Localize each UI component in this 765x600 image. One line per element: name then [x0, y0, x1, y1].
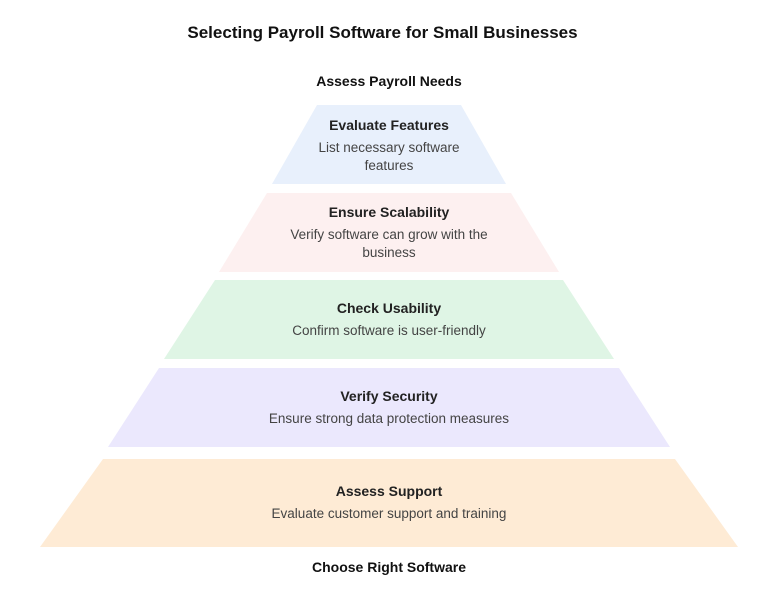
bottom-label: Choose Right Software — [311, 559, 466, 575]
layer-1: Evaluate Features List necessary softwar… — [189, 117, 589, 175]
layer-desc: List necessary software features — [318, 140, 460, 173]
layer-title: Verify Security — [340, 388, 438, 404]
top-label: Assess Payroll Needs — [316, 73, 462, 89]
layer-desc: Evaluate customer support and training — [271, 506, 507, 521]
diagram-title: Selecting Payroll Software for Small Bus… — [187, 23, 578, 42]
pyramid-layer-shape — [164, 280, 614, 359]
pyramid-layer-shape — [272, 105, 506, 184]
layer-desc: Ensure strong data protection measures — [268, 411, 510, 426]
layer-4: Verify Security Ensure strong data prote… — [189, 388, 589, 428]
layer-2: Ensure Scalability Verify software can g… — [189, 204, 589, 262]
pyramid-layer-shape — [108, 368, 670, 447]
pyramid-layer-shape — [40, 459, 738, 547]
layer-5: Assess Support Evaluate customer support… — [189, 483, 589, 523]
layer-desc: Confirm software is user-friendly — [292, 323, 486, 338]
layer-3: Check Usability Confirm software is user… — [189, 300, 589, 340]
layer-title: Ensure Scalability — [328, 204, 450, 220]
layer-title: Check Usability — [336, 300, 442, 316]
layer-title: Assess Support — [335, 483, 443, 499]
pyramid-layer-shape — [219, 193, 559, 272]
layer-desc: Verify software can grow with the busine… — [290, 227, 488, 260]
layer-title: Evaluate Features — [329, 117, 449, 133]
